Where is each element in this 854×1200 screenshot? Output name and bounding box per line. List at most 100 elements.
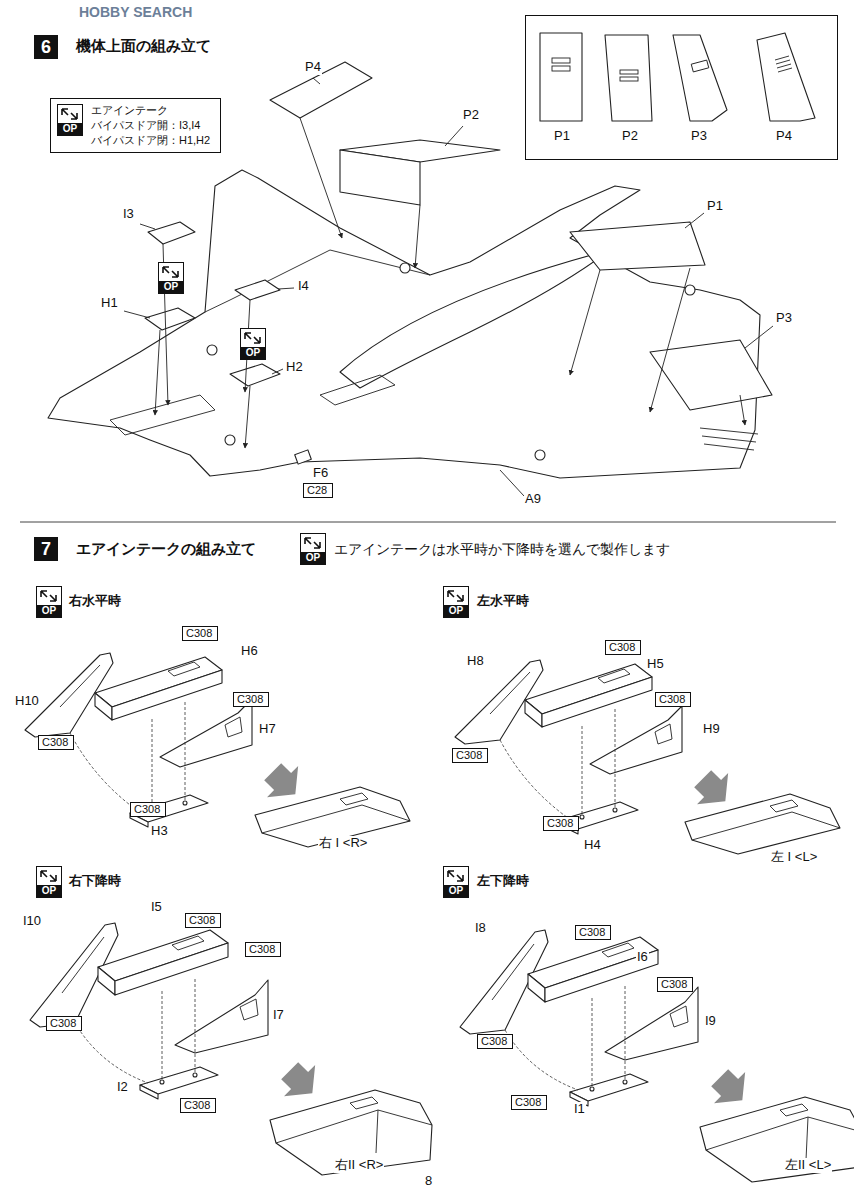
- pin: [685, 285, 695, 295]
- part-callout: C28: [303, 483, 333, 498]
- callout-text: C308: [659, 693, 687, 706]
- intake-right-horizontal: [25, 653, 410, 847]
- inset-panel-drawing: [757, 33, 815, 121]
- inset-panel-drawing: [605, 35, 652, 121]
- part-label: H7: [258, 722, 277, 737]
- part-callout: C308: [46, 1016, 82, 1031]
- part-callout: C308: [511, 1095, 547, 1110]
- step-number-text: 6: [34, 35, 58, 59]
- intake-door-part: [230, 364, 280, 386]
- callout-text: C308: [456, 749, 484, 762]
- option-label: OP: [444, 885, 468, 897]
- option-arrow: [254, 337, 260, 343]
- leader-line: [745, 326, 773, 348]
- callout-text: C308: [661, 978, 689, 991]
- intake-right-lowered: [30, 923, 432, 1175]
- leader-line: [278, 288, 294, 289]
- part-callout: C308: [233, 692, 269, 707]
- callout-text: C308: [515, 1096, 543, 1109]
- part-label: P3: [691, 128, 707, 143]
- pin: [207, 345, 217, 355]
- assembly-arrow: [155, 330, 160, 415]
- part-detail: [775, 56, 792, 72]
- part-callout: C308: [452, 748, 488, 763]
- pin: [535, 450, 545, 460]
- option-symbol: [160, 264, 181, 280]
- option-icon: OP: [57, 104, 83, 136]
- callout-text: C308: [186, 627, 214, 640]
- option-symbol: [38, 588, 59, 604]
- part-detail: [552, 66, 570, 71]
- leader-line: [140, 224, 155, 229]
- option-arrow: [314, 542, 320, 548]
- intake-left-lowered: [460, 930, 854, 1182]
- part-detail: [620, 77, 638, 81]
- option-icon: OP: [36, 866, 62, 898]
- option-label: OP: [159, 281, 183, 293]
- option-arrow: [50, 875, 56, 881]
- option-arrow: [62, 109, 68, 115]
- part-label: I4: [297, 279, 310, 294]
- part-label: P1: [706, 199, 724, 214]
- callout-text: C308: [547, 817, 575, 830]
- variant-title: 左水平時: [476, 594, 530, 609]
- part-callout: C308: [657, 977, 693, 992]
- intake-left-horizontal: [455, 660, 840, 854]
- callout-text: C308: [609, 641, 637, 654]
- fuselage-spine: [340, 250, 610, 388]
- part-label: H8: [466, 654, 485, 669]
- part-detail: [552, 58, 570, 63]
- watermark: HOBBY SEARCH: [78, 4, 193, 20]
- leader-line: [685, 213, 704, 228]
- part-detail: [691, 60, 709, 72]
- option-arrow: [448, 591, 454, 597]
- part-detail: [620, 70, 638, 74]
- option-icon: OP: [158, 262, 184, 294]
- gun-part: [295, 450, 312, 464]
- option-symbol: [445, 588, 466, 604]
- result-label: 左 I <L>: [770, 850, 818, 865]
- panel-part: [650, 340, 772, 410]
- callout-text: C308: [42, 736, 70, 749]
- inset-panel-drawing: [540, 33, 582, 121]
- leader-line: [500, 470, 524, 496]
- part-callout: C308: [655, 692, 691, 707]
- result-label: 右 I <R>: [318, 836, 368, 851]
- intake-recess: [110, 395, 215, 435]
- note-text: バイパスドア開：I3,I4: [91, 118, 212, 133]
- option-symbol: [59, 106, 80, 122]
- option-label: OP: [58, 123, 82, 135]
- result-label: 左II <L>: [784, 1158, 832, 1173]
- part-label: I9: [704, 1014, 717, 1029]
- callout-text: C308: [579, 926, 607, 939]
- variant-title: 右下降時: [68, 874, 122, 889]
- leader-line: [445, 126, 463, 146]
- part-label: H4: [583, 838, 602, 853]
- part-label: I10: [22, 914, 42, 929]
- panel-recess: [320, 375, 395, 405]
- option-icon: OP: [443, 586, 469, 618]
- fuselage-line: [205, 250, 430, 312]
- part-label: P3: [775, 311, 793, 326]
- option-label: OP: [301, 552, 325, 564]
- part-callout: C308: [182, 626, 218, 641]
- option-icon: OP: [443, 866, 469, 898]
- assembly-arrow: [415, 205, 420, 268]
- leader-line: [272, 369, 283, 374]
- option-icon: OP: [36, 586, 62, 618]
- callout-text: C28: [307, 484, 329, 497]
- callout-text: C308: [481, 1035, 509, 1048]
- option-symbol: [242, 330, 263, 346]
- part-callout: C308: [575, 925, 611, 940]
- part-label: P4: [776, 128, 792, 143]
- part-label: H5: [646, 657, 665, 672]
- callout-text: C308: [184, 1099, 212, 1112]
- part-callout: C308: [185, 913, 221, 928]
- assembly-arrow: [570, 270, 600, 375]
- panel-part: [340, 150, 420, 205]
- intake-door-part: [145, 308, 195, 330]
- option-arrow: [172, 271, 178, 277]
- pin: [225, 435, 235, 445]
- tail-detail: [700, 428, 758, 450]
